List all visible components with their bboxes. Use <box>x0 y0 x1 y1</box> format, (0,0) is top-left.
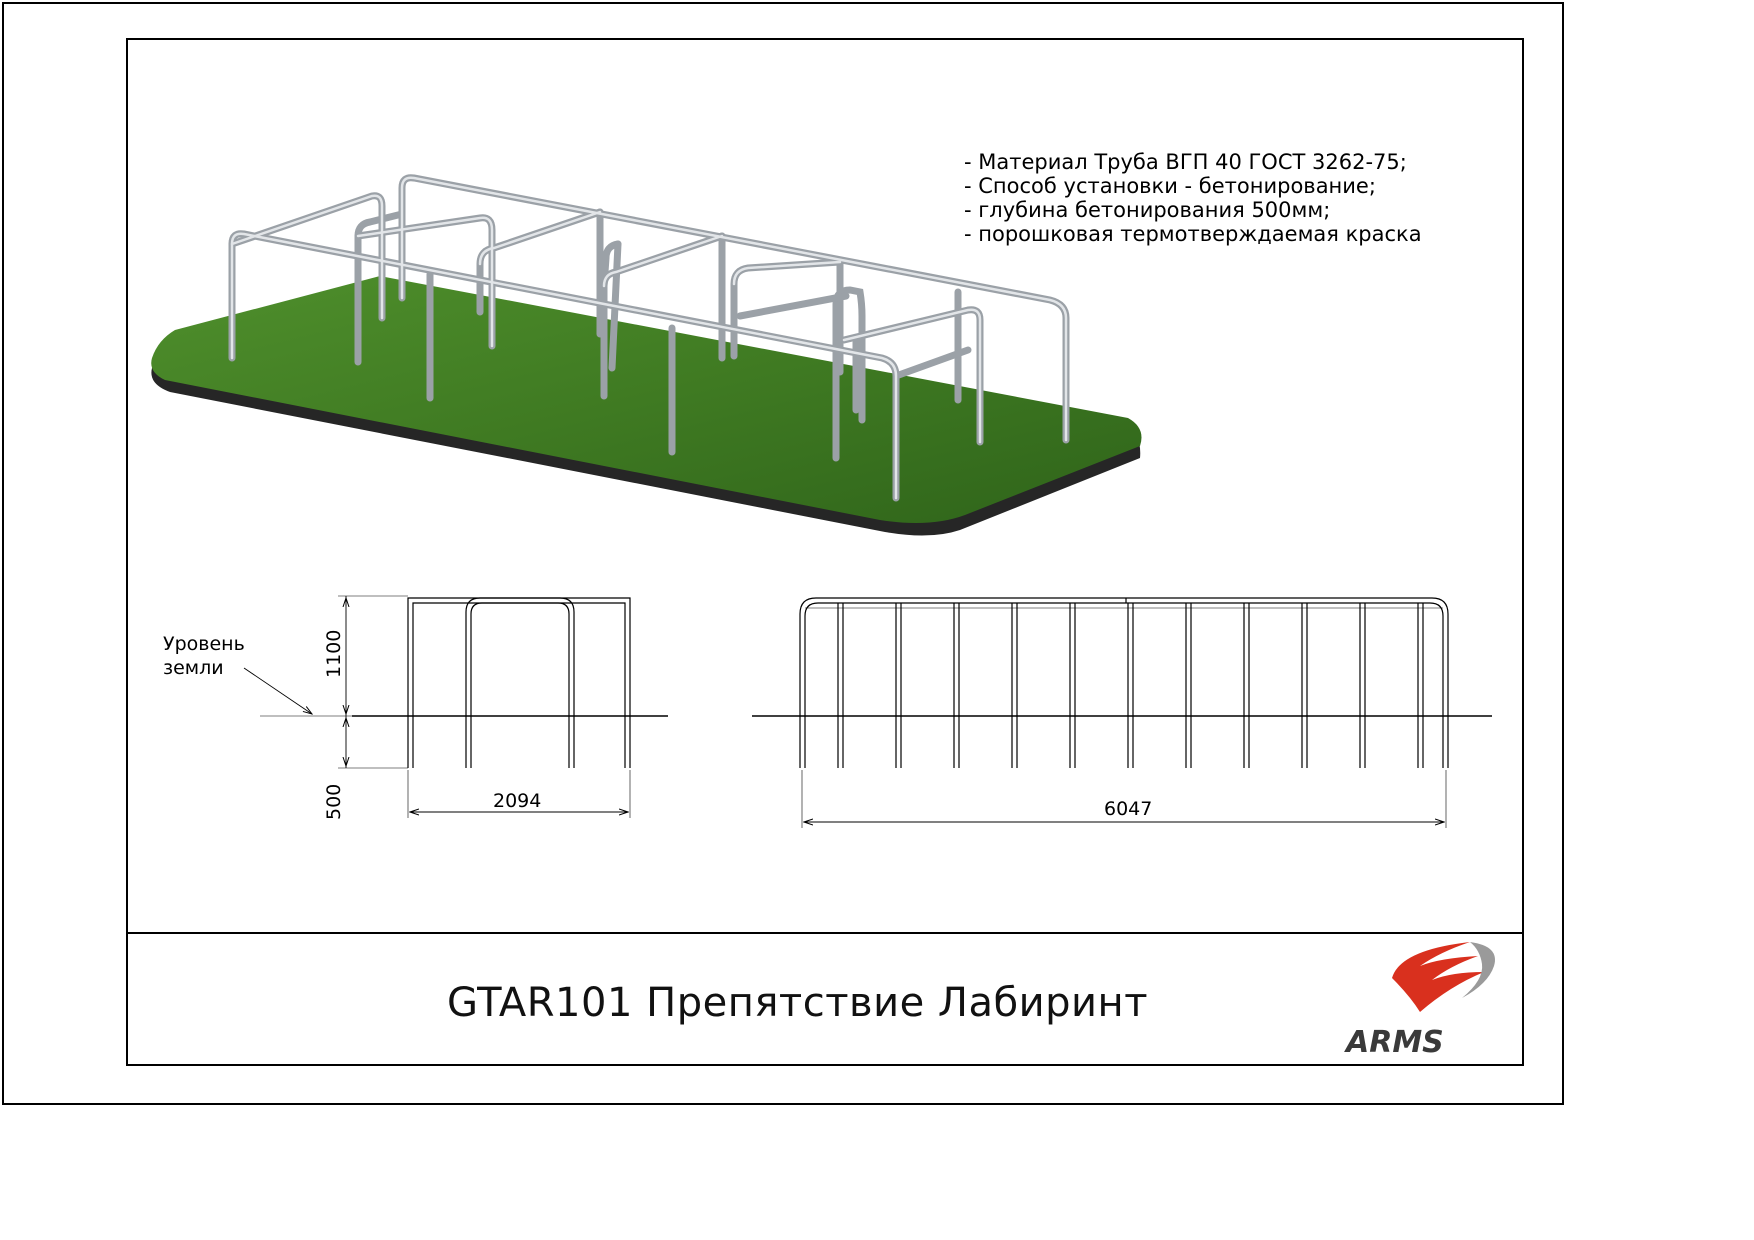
drawing-frame <box>126 38 1524 1066</box>
product-render <box>151 174 1142 536</box>
depth-dimension: 500 <box>323 784 345 820</box>
width-dimension: 2094 <box>493 790 541 812</box>
spec-paint: - порошковая термотверждаемая краска <box>964 222 1422 246</box>
spec-material: - Материал Труба ВГП 40 ГОСТ 3262-75; <box>964 150 1407 174</box>
spec-installation: - Способ установки - бетонирование; <box>964 174 1376 198</box>
specifications-list: - Материал Труба ВГП 40 ГОСТ 3262-75; - … <box>964 150 1422 246</box>
arms-logo: ARMS <box>1344 942 1495 1060</box>
side-view <box>243 595 668 818</box>
logo-wordmark: ARMS <box>1344 1025 1444 1060</box>
drawing-title: GTAR101 Препятствие Лабиринт <box>447 980 1148 1026</box>
page-border <box>2 2 1564 1105</box>
technical-drawing: Уровень земли 1100 500 2094 6047 <box>151 174 1495 1060</box>
title-block-divider <box>126 932 1524 934</box>
spec-depth: - глубина бетонирования 500мм; <box>964 198 1331 222</box>
length-dimension: 6047 <box>1104 798 1152 820</box>
ground-level-label-line2: земли <box>163 657 224 679</box>
height-dimension: 1100 <box>323 630 345 678</box>
front-view <box>752 597 1492 828</box>
ground-level-label-line1: Уровень <box>163 633 245 655</box>
